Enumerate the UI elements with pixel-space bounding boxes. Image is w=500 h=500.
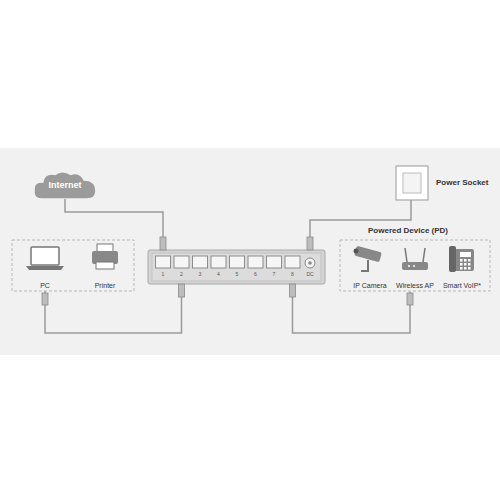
phone-key: [460, 259, 463, 262]
port-number: 8: [291, 272, 294, 278]
node-label: Smart VoIP*: [443, 282, 481, 290]
phone-key: [468, 267, 471, 270]
printer-paper: [97, 244, 113, 252]
port-number: 2: [180, 272, 183, 278]
switch-body: [148, 250, 325, 284]
switch-case: [148, 250, 325, 284]
camera-icon: [354, 246, 382, 271]
ap-led: [413, 265, 415, 267]
dc-pin: [308, 261, 312, 265]
laptop-base: [26, 266, 64, 270]
camera-body: [354, 246, 382, 262]
phone-key: [468, 263, 471, 266]
ethernet-port: [230, 256, 245, 268]
device-group-outline: [12, 240, 134, 291]
port-number: 7: [273, 272, 276, 278]
camera-mount: [361, 260, 368, 271]
phone-handset: [449, 246, 456, 272]
group-heading: Powered Device (PD): [368, 227, 448, 236]
phone-key: [460, 267, 463, 270]
ethernet-port: [156, 256, 171, 268]
cable: [293, 284, 411, 333]
ethernet-port: [211, 256, 226, 268]
rj45-plug: [407, 293, 413, 305]
ethernet-port: [193, 256, 208, 268]
cable: [45, 284, 182, 333]
node-label: IP Camera: [353, 282, 386, 290]
printer-icon: [92, 244, 118, 269]
laptop-screen: [31, 247, 59, 265]
switch-face: [152, 253, 321, 281]
phone-key: [464, 259, 467, 262]
access-point-icon: [402, 248, 428, 270]
port-number: 1: [162, 272, 165, 278]
camera-lens: [354, 249, 359, 254]
rj45-plug: [42, 293, 48, 305]
node-label: Power Socket: [436, 179, 488, 188]
dc-jack: [305, 258, 315, 268]
phone-key: [468, 259, 471, 262]
laptop-icon: [26, 247, 64, 270]
node-label: PC: [40, 282, 50, 290]
port-number: 4: [217, 272, 220, 278]
ap-body: [402, 262, 428, 270]
cable: [310, 200, 411, 250]
ap-led: [408, 265, 410, 267]
port-number: 6: [254, 272, 257, 278]
port-number: 3: [199, 272, 202, 278]
phone-keypad: [460, 259, 471, 270]
power-socket: Power Socket: [395, 166, 492, 200]
ap-antenna: [405, 248, 407, 262]
pd-group-outline: [340, 240, 490, 291]
device-node: Smart VoIP*: [439, 240, 485, 291]
rj45-plug: [160, 237, 166, 250]
node-label: Printer: [95, 282, 116, 290]
ethernet-port: [285, 256, 300, 268]
rj45-plug: [179, 284, 185, 297]
powered-device-group: Powered Device (PD) IP Camera Wireless AP S…: [340, 224, 490, 292]
node-label: Internet: [48, 179, 81, 191]
power-plug: [307, 237, 313, 250]
node-label: Wireless AP: [396, 282, 434, 290]
port-number: 5: [236, 272, 239, 278]
rj45-plug: [290, 284, 296, 297]
device-node: Wireless AP: [392, 240, 438, 291]
cable: [65, 199, 163, 250]
internet-cloud: Internet: [33, 171, 97, 199]
poe-switch: 1 2 3 4 5 6 7 8 DC: [148, 250, 325, 284]
phone-key: [460, 263, 463, 266]
cloud-outline: [35, 172, 95, 198]
phone-key: [464, 267, 467, 270]
device-node: Printer: [88, 243, 122, 291]
ap-antenna: [423, 248, 425, 262]
port-row: [156, 256, 301, 268]
phone-screen: [460, 252, 471, 257]
ethernet-port: [267, 256, 282, 268]
background-band: [0, 148, 500, 355]
phone-key: [464, 263, 467, 266]
power-socket-icon: [396, 166, 428, 200]
device-node: PC: [28, 243, 62, 291]
socket-face: [403, 173, 421, 193]
device-node: IP Camera: [349, 240, 390, 291]
printer-tray: [96, 262, 114, 269]
port-number: DC: [306, 272, 313, 278]
phone-icon: [449, 246, 474, 272]
ethernet-port: [248, 256, 263, 268]
socket-plate: [396, 166, 428, 200]
ethernet-port: [174, 256, 189, 268]
